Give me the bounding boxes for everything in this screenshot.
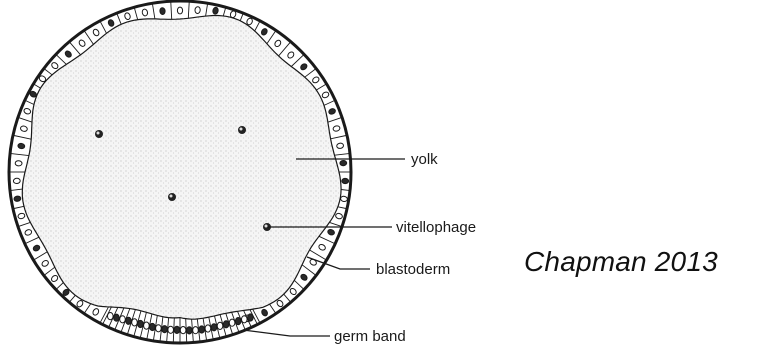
germ-band-nucleus xyxy=(205,325,211,332)
germ-band-nucleus xyxy=(193,327,199,334)
germ-band-nucleus xyxy=(168,326,174,333)
germ-band-nucleus xyxy=(223,321,229,328)
blastoderm-nucleus xyxy=(18,143,26,149)
germ-band-nucleus xyxy=(144,322,150,329)
germ-band-nucleus xyxy=(132,319,138,326)
blastoderm-nucleus xyxy=(342,178,349,184)
blastoderm-nucleus xyxy=(340,160,347,166)
blastoderm-nucleus xyxy=(14,196,22,202)
germ-band-nucleus xyxy=(229,319,235,326)
blastoderm-nucleus xyxy=(195,6,201,13)
blastoderm-nucleus xyxy=(336,143,344,149)
germ-band-nucleus xyxy=(156,325,162,332)
germ-band-label: germ band xyxy=(334,328,406,345)
germ-band-nucleus xyxy=(187,327,193,334)
germ-band-nucleus xyxy=(211,324,217,331)
germ-band-nucleus xyxy=(162,326,168,333)
source-credit: Chapman 2013 xyxy=(524,246,718,278)
yolk-label: yolk xyxy=(411,151,438,168)
vitellophage-label: vitellophage xyxy=(396,219,476,236)
blastoderm-nucleus xyxy=(160,7,166,14)
blastoderm-nucleus xyxy=(15,161,22,167)
germ-band-nucleus xyxy=(174,326,180,333)
germ-band-leader xyxy=(243,330,330,336)
blastoderm-label: blastoderm xyxy=(376,261,450,278)
blastoderm-nucleus xyxy=(13,178,20,184)
germ-band-nucleus xyxy=(150,323,156,330)
blastoderm-nucleus xyxy=(177,7,182,14)
blastoderm-nucleus xyxy=(340,196,348,202)
germ-band-nucleus xyxy=(180,327,186,334)
germ-band-nucleus xyxy=(217,322,223,329)
germ-band-nucleus xyxy=(199,326,205,333)
